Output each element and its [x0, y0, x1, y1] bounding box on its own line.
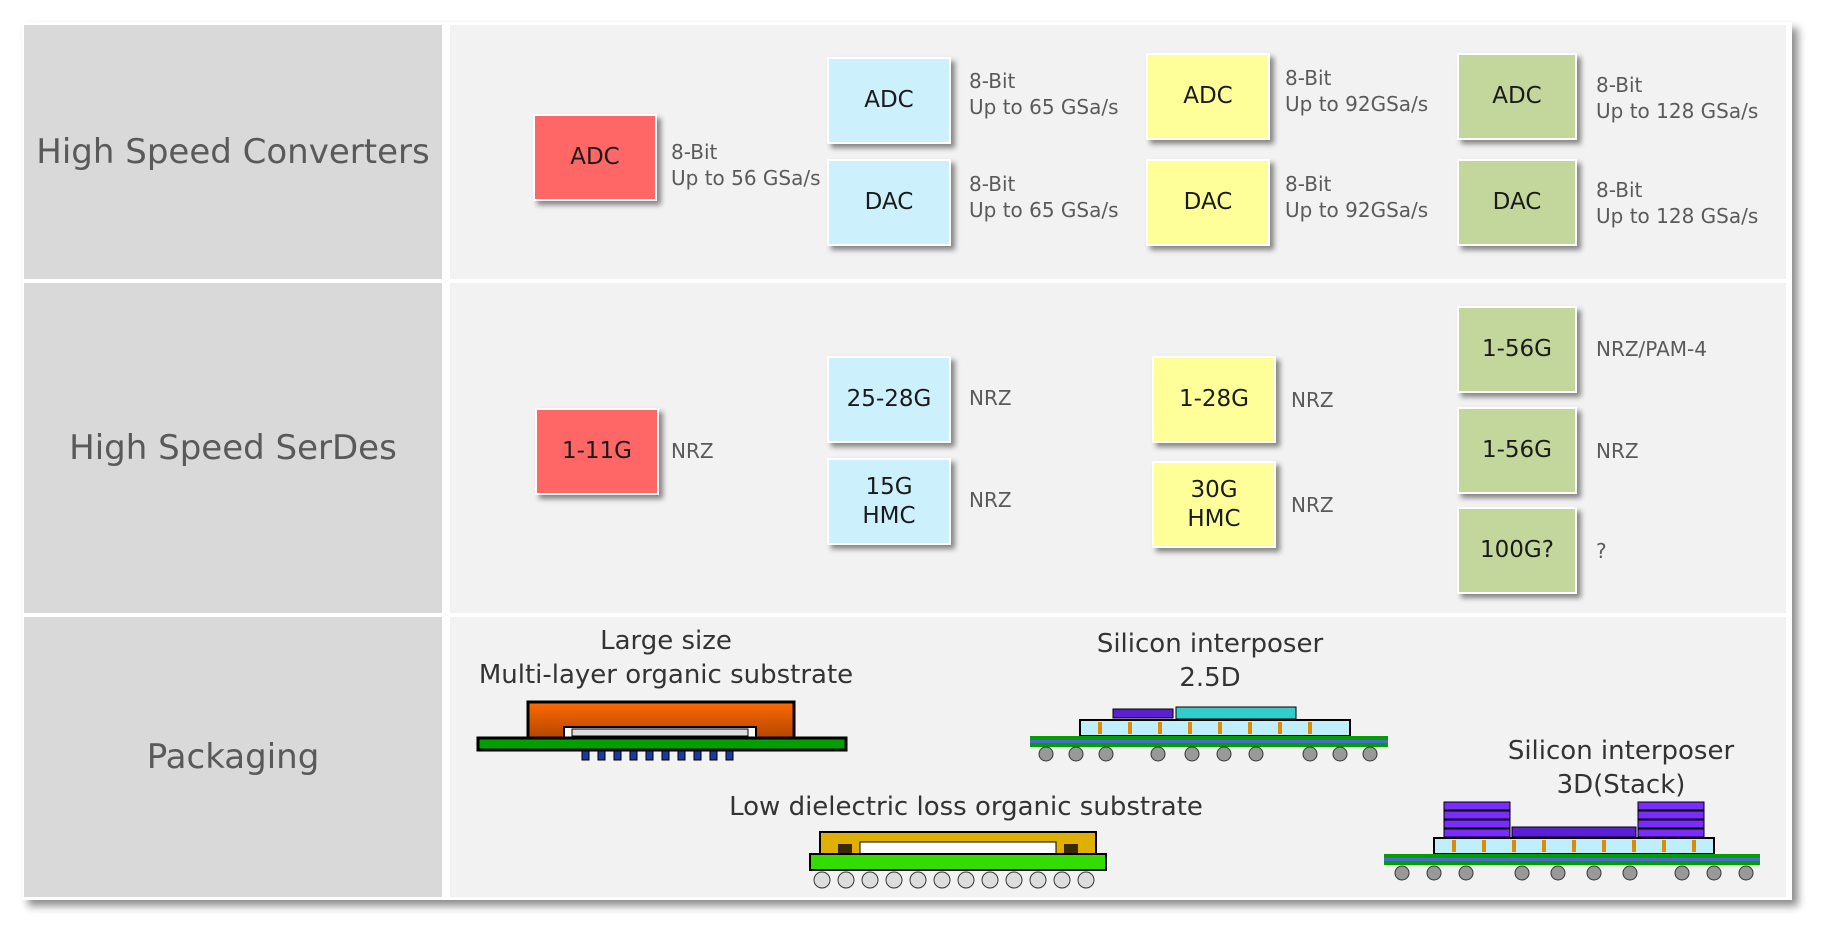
serdes-spec-yellow-hmc: NRZ	[1291, 493, 1334, 517]
serdes-spec-green-1: NRZ/PAM-4	[1596, 337, 1707, 361]
row-label-packaging-text: Packaging	[146, 737, 320, 777]
serdes-box-blue-1: 25-28G	[827, 356, 951, 443]
pkg-lowloss-title: Low dielectric loss organic substrate	[729, 792, 1203, 822]
serdes-label: 100G?	[1480, 537, 1554, 563]
serdes-label: 1-56G	[1481, 437, 1553, 463]
serdes-box-yellow-1: 1-28G	[1152, 356, 1276, 443]
row-label-serdes: High Speed SerDes	[24, 283, 442, 613]
converter-adc-yellow: ADC	[1146, 53, 1270, 140]
row-label-packaging: Packaging	[24, 617, 442, 897]
serdes-spec-blue-hmc: NRZ	[969, 488, 1012, 512]
serdes-spec-green-3: ?	[1596, 539, 1607, 563]
converter-adc-green: ADC	[1457, 53, 1577, 140]
converter-label: ADC	[1183, 83, 1233, 109]
serdes-spec-red: NRZ	[671, 439, 714, 463]
serdes-box-red: 1-11G	[535, 408, 659, 495]
silicon-interposer-3d-illustration	[1384, 801, 1760, 881]
converter-label: DAC	[864, 189, 914, 215]
serdes-label: 1-28G	[1178, 386, 1250, 412]
serdes-box-green-1: 1-56G	[1457, 306, 1577, 393]
serdes-spec-yellow-1: NRZ	[1291, 388, 1334, 412]
serdes-spec-blue-1: NRZ	[969, 386, 1012, 410]
converter-label: ADC	[570, 144, 620, 170]
converter-label: ADC	[864, 87, 914, 113]
serdes-label: 1-11G	[561, 438, 633, 464]
large-organic-package-illustration	[476, 700, 848, 761]
converter-adc-red: ADC	[533, 114, 657, 201]
serdes-box-green-2: 1-56G	[1457, 407, 1577, 494]
serdes-box-green-3: 100G?	[1457, 507, 1577, 594]
serdes-label: 1-56G	[1481, 336, 1553, 362]
converter-adc-blue: ADC	[827, 57, 951, 144]
row-label-converters-text: High Speed Converters	[36, 132, 430, 172]
converter-dac-blue: DAC	[827, 159, 951, 246]
serdes-label: 25-28G	[846, 386, 932, 412]
low-loss-organic-package-illustration	[809, 831, 1107, 889]
converter-label: DAC	[1492, 189, 1542, 215]
serdes-spec-green-2: NRZ	[1596, 439, 1639, 463]
converter-label: DAC	[1183, 189, 1233, 215]
silicon-interposer-25d-illustration	[1030, 706, 1388, 762]
row-label-serdes-text: High Speed SerDes	[69, 428, 397, 468]
converter-dac-yellow: DAC	[1146, 159, 1270, 246]
converter-label: ADC	[1492, 83, 1542, 109]
converter-dac-green: DAC	[1457, 159, 1577, 246]
row-label-converters: High Speed Converters	[24, 25, 442, 279]
